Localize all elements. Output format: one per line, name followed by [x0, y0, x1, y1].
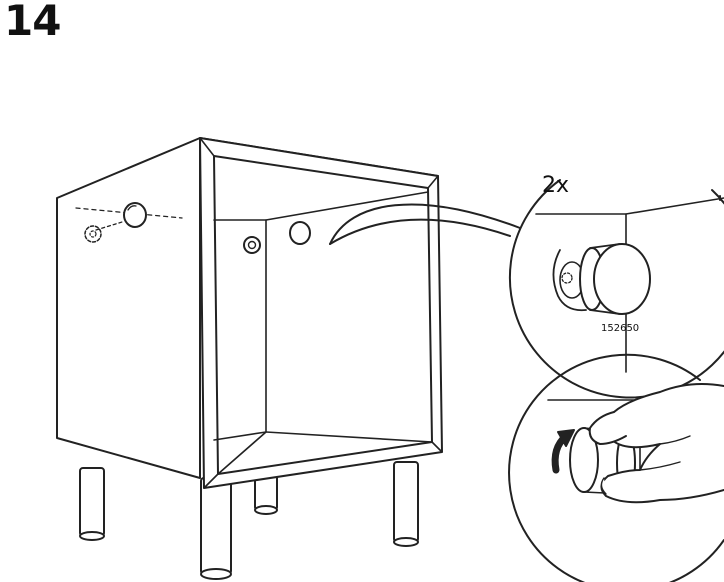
step-number: 14: [4, 0, 61, 45]
part-number-label: 152650: [601, 323, 639, 334]
peg-icon: [579, 243, 651, 315]
quantity-label: 2x: [542, 173, 569, 198]
peg-icon: [123, 202, 147, 228]
rotate-arrow-icon: [551, 429, 575, 474]
hand-icon: [588, 383, 724, 504]
magnifier-callout: [508, 179, 724, 399]
peg-icon: [289, 221, 311, 245]
cabinet-illustration: [56, 137, 443, 580]
leg-icon: [79, 461, 419, 580]
